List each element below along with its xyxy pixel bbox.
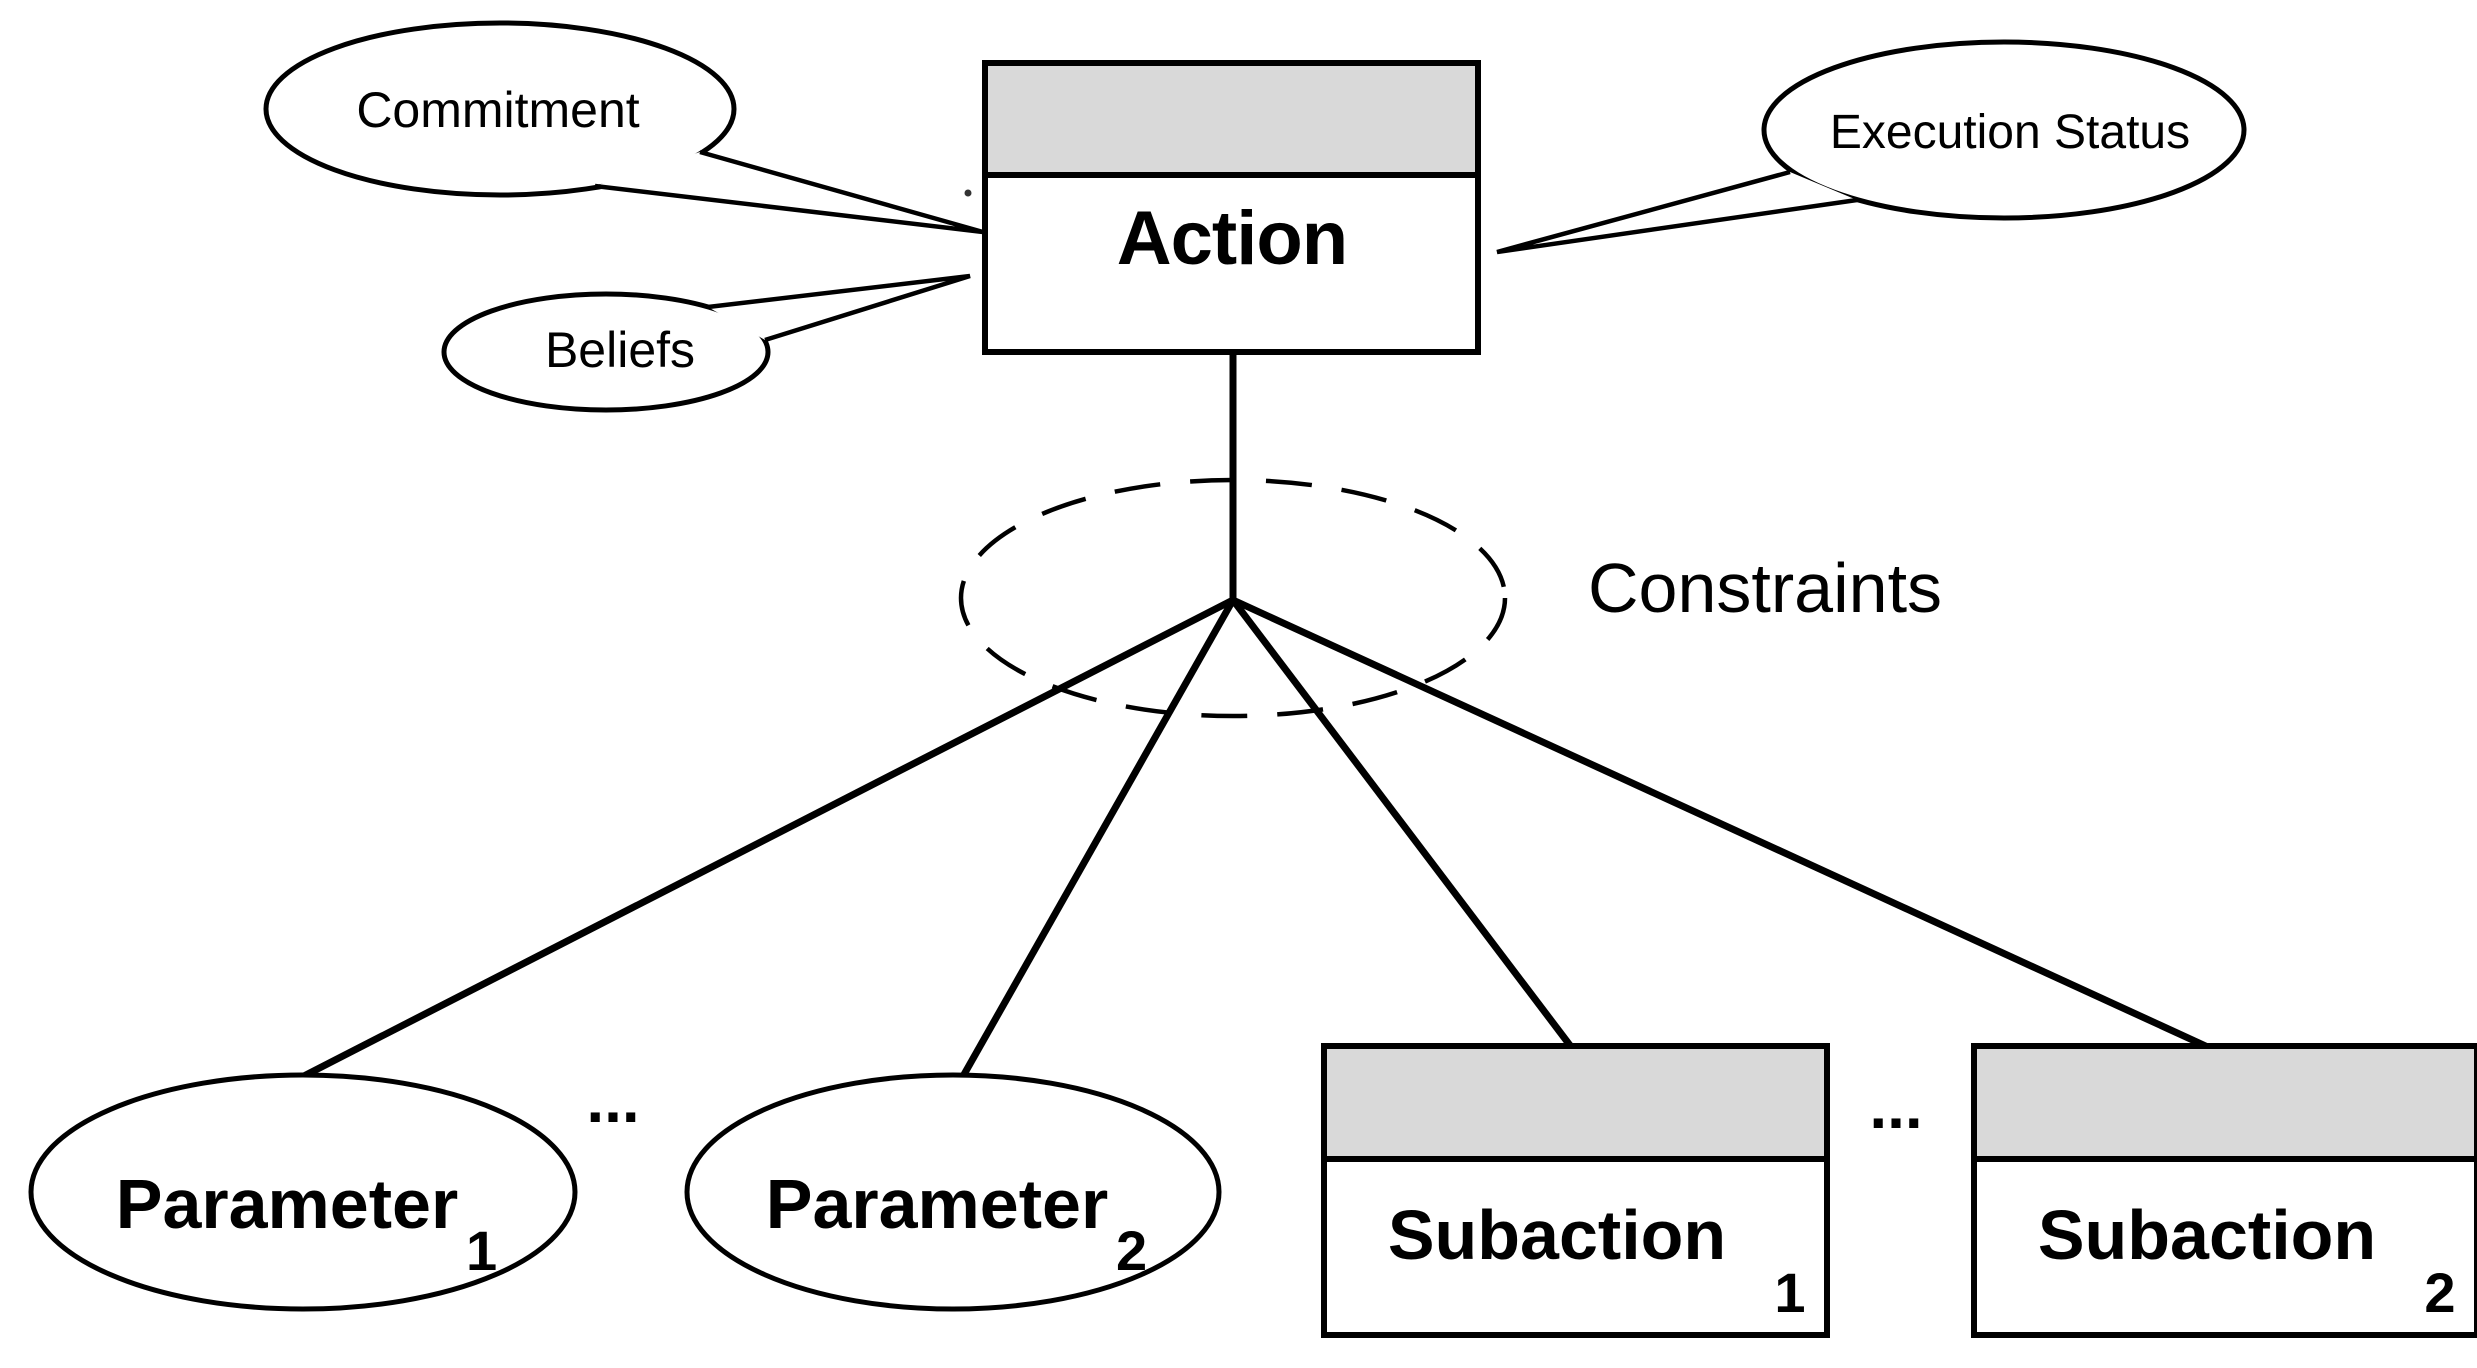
- connectors: [298, 352, 2212, 1082]
- subaction-2-box-header: [1971, 1043, 2477, 1162]
- commitment-label: Commitment: [356, 82, 639, 138]
- subaction-1-subscript: 1: [1774, 1261, 1805, 1324]
- parameter-2-subscript: 2: [1116, 1219, 1147, 1282]
- parameters-ellipsis: ...: [586, 1064, 639, 1136]
- parameter-2-ellipse: [684, 1072, 1222, 1312]
- beliefs-bubble-ellipse: [441, 291, 771, 413]
- subaction-1-box-header: [1321, 1043, 1830, 1162]
- commitment-bubble-tail: [594, 149, 984, 235]
- subaction-2-subscript: 2: [2424, 1261, 2455, 1324]
- action-label: Action: [1117, 196, 1347, 281]
- parameter-1-label: Parameter: [116, 1165, 458, 1243]
- constraints-label: Constraints: [1588, 549, 1942, 627]
- beliefs-bubble-tail: [707, 273, 971, 343]
- action-box: Action: [982, 60, 1481, 355]
- execution-status-label: Execution Status: [1830, 106, 2190, 159]
- commitment-bubble: Commitment: [263, 20, 984, 235]
- beliefs-bubble: Beliefs: [441, 273, 971, 413]
- subaction-1-label: Subaction: [1388, 1196, 1726, 1274]
- beliefs-label: Beliefs: [545, 322, 695, 378]
- subaction-2-box: Subaction 2: [1971, 1043, 2477, 1338]
- subaction-2-label: Subaction: [2038, 1196, 2376, 1274]
- connector-constraints-to-parameter-2: [958, 598, 1237, 1080]
- stray-dot: [964, 189, 972, 197]
- parameter-2-node: Parameter 2: [684, 1072, 1222, 1312]
- execution-status-bubble-ellipse: [1761, 39, 2247, 221]
- execution-status-bubble: Execution Status: [1496, 39, 2247, 255]
- action-box-header: [982, 60, 1481, 178]
- parameter-1-subscript: 1: [466, 1219, 497, 1282]
- parameter-1-node: Parameter 1: [28, 1072, 578, 1312]
- connector-constraints-to-parameter-1: [298, 596, 1235, 1082]
- execution-status-bubble-tail: [1496, 169, 1858, 255]
- connector-constraints-to-subaction-1: [1230, 597, 1575, 1051]
- constraints-dashed-ellipse: [958, 477, 1508, 719]
- parameter-2-label: Parameter: [766, 1165, 1108, 1243]
- connector-constraints-to-subaction-2: [1231, 596, 2212, 1052]
- subactions-ellipsis: ...: [1869, 1070, 1922, 1142]
- subaction-1-box: Subaction 1: [1321, 1043, 1830, 1338]
- commitment-bubble-ellipse: [263, 20, 737, 198]
- parameter-1-ellipse: [28, 1072, 578, 1312]
